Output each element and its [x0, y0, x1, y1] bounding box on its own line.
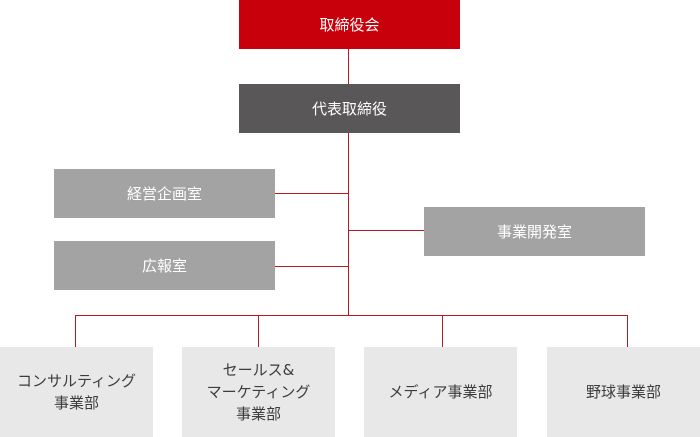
ceo-box: 代表取締役 [239, 84, 460, 133]
board-label: 取締役会 [319, 15, 380, 34]
connector-bizdev [348, 230, 424, 231]
connector-division-1 [75, 315, 76, 347]
planning-office-label: 経営企画室 [126, 184, 202, 203]
connector-division-3 [442, 315, 443, 347]
connector-board-ceo [348, 49, 349, 84]
media-division-label: メディア事業部 [388, 383, 493, 401]
baseball-division-box: 野球事業部 [547, 347, 700, 437]
connector-divisions-bar [75, 315, 628, 316]
sales-marketing-division-label: セールス& マーケティング 事業部 [206, 361, 311, 423]
bizdev-office-label: 事業開発室 [496, 222, 572, 241]
sales-marketing-division-box: セールス& マーケティング 事業部 [182, 347, 335, 437]
media-division-box: メディア事業部 [364, 347, 517, 437]
connector-division-2 [258, 315, 259, 347]
connector-division-4 [627, 315, 628, 347]
connector-ceo-trunk [348, 133, 349, 315]
connector-pr [275, 266, 349, 267]
board-box: 取締役会 [239, 0, 460, 49]
pr-office-box: 広報室 [54, 241, 275, 290]
bizdev-office-box: 事業開発室 [424, 207, 645, 256]
consulting-division-box: コンサルティング 事業部 [0, 347, 153, 437]
planning-office-box: 経営企画室 [54, 169, 275, 218]
baseball-division-label: 野球事業部 [585, 383, 661, 401]
consulting-division-label: コンサルティング 事業部 [16, 372, 137, 412]
connector-planning [275, 193, 349, 194]
pr-office-label: 広報室 [141, 256, 187, 275]
ceo-label: 代表取締役 [311, 99, 387, 118]
